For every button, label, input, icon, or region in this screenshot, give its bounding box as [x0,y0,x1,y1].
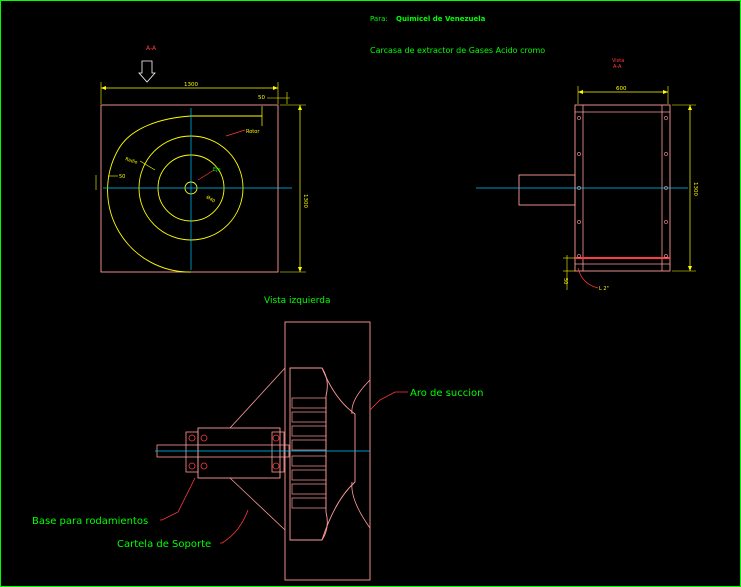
gusset-top [229,367,286,429]
section-dim-top-text: 600 [616,86,627,92]
radio-label: Radio [124,156,138,166]
section-arrow-icon [138,60,156,83]
bearing-base [197,427,281,479]
suction-ring [321,367,356,541]
front-view: A-A 1300 50 1300 50 [95,45,308,273]
section-dim-right-text: 1300 [692,182,698,196]
bolt-holes [577,116,668,258]
left-dim-text: 50 [119,174,125,180]
view-label: Vista [612,58,624,64]
callout-suction: Aro de succion [410,388,484,399]
para-label: Para: [370,15,388,23]
dim-top-text: 1300 [184,82,198,88]
angle-label: L 2" [599,286,609,292]
rotor-label: Rotor [246,129,260,135]
inlet-duct [518,174,576,206]
drawing-title: Carcasa de extractor de Gases Acido crom… [370,46,545,55]
bearing-bolts [188,434,280,470]
small-dim-text: Ø40 [205,194,217,205]
dim-right-text: 1300 [302,194,308,208]
client-name: Quimicel de Venezuela [396,15,486,23]
bottom-view-title: Vista izquierda [264,296,331,306]
dim-right-offset-text: 50 [258,95,265,101]
eje-label: Eje [213,167,221,173]
volute-scroll [107,115,262,273]
view-mark: A-A [613,64,622,70]
gusset-bottom [229,477,286,531]
callout-bearing: Base para rodamientos [32,516,148,527]
impeller-blades [291,397,327,509]
callout-support: Cartela de Soporte [117,539,211,550]
section-mark: A-A [146,45,157,52]
left-side-view: Vista izquierda [32,296,484,581]
impeller-body [289,367,328,541]
section-view: Vista A-A 600 1300 [476,58,698,292]
section-bottom-dim-text: 50 [562,278,568,284]
